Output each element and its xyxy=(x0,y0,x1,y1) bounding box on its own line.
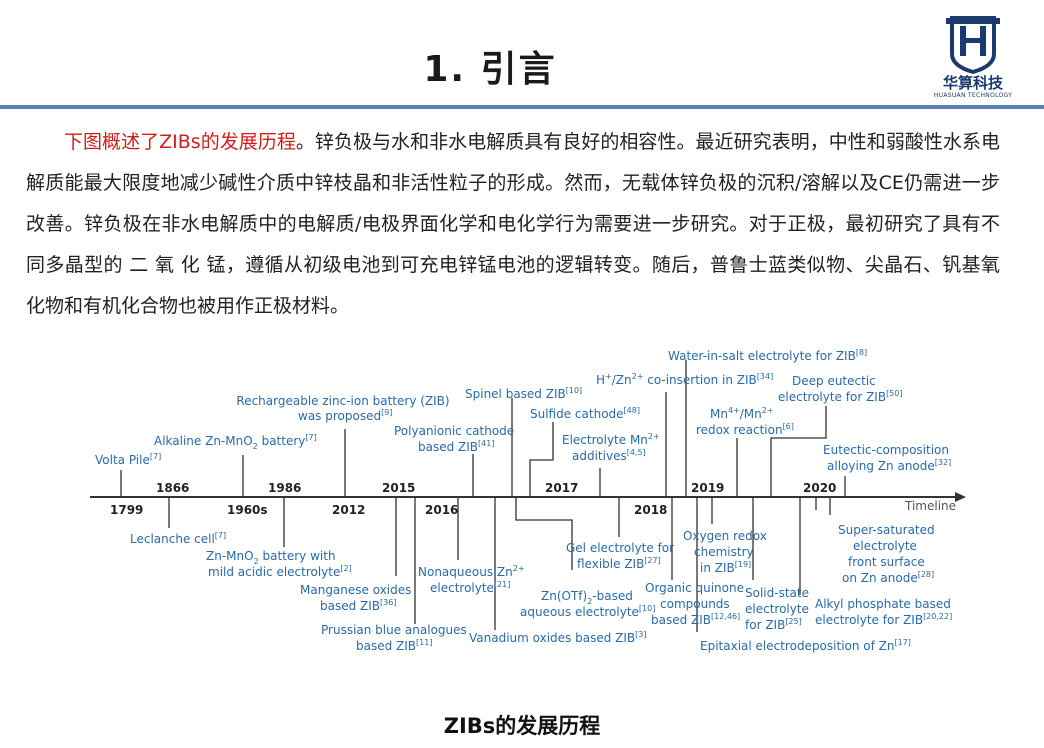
slide-title: 1. 引言 xyxy=(423,49,557,90)
highlight-text: 下图概述了ZIBs的发展历程 xyxy=(64,131,296,153)
label-eutectic-line2: alloying Zn anode[32] xyxy=(827,458,951,473)
label-organic-line2: compounds xyxy=(660,597,730,611)
label-manganese-oxides: Manganese oxides xyxy=(300,583,411,597)
label-prussian-blue-line2: based ZIB[11] xyxy=(356,638,432,653)
intro-paragraph: 下图概述了ZIBs的发展历程。锌负极与水和非水电解质具有良好的相容性。最近研究表… xyxy=(26,122,1000,327)
zib-timeline-diagram: Timeline 1866 1986 2015 2017 2019 2020 1… xyxy=(90,348,966,653)
connectors-above xyxy=(120,360,846,497)
label-super-line4: on Zn anode[28] xyxy=(842,570,934,585)
label-super-line2: electrolyte xyxy=(853,539,917,553)
company-logo: 华算科技 HUASUAN TECHNOLOGY xyxy=(930,14,1016,100)
logo-subtitle: HUASUAN TECHNOLOGY xyxy=(933,92,1013,99)
label-oxygen-line3: in ZIB[19] xyxy=(700,560,751,575)
label-organic-line3: based ZIB[12,46] xyxy=(651,612,740,627)
year-2016: 2016 xyxy=(425,503,458,517)
label-gel-line2: flexible ZIB[27] xyxy=(577,556,661,571)
label-rechargeable-zib-line2: was proposed[9] xyxy=(298,408,392,423)
label-manganese-line2: based ZIB[36] xyxy=(320,598,396,613)
connectors-below xyxy=(168,497,831,632)
label-deep-eutectic: Deep eutectic xyxy=(792,374,876,388)
year-1960s: 1960s xyxy=(227,503,268,517)
label-mn-redox: Mn4+/Mn2+ xyxy=(710,406,774,421)
label-zn-otf-line2: aqueous electrolyte[10] xyxy=(520,604,655,619)
year-1986: 1986 xyxy=(268,481,301,495)
label-water-in-salt: Water-in-salt electrolyte for ZIB[8] xyxy=(668,348,867,363)
year-2020: 2020 xyxy=(803,481,836,495)
label-spinel: Spinel based ZIB[10] xyxy=(465,386,582,401)
label-zn-otf: Zn(OTf)2-based xyxy=(541,589,633,606)
label-volta-pile: Volta Pile[7] xyxy=(95,452,161,467)
label-oxygen-redox: Oxygen redox xyxy=(683,529,767,543)
label-mn-redox-line2: redox reaction[6] xyxy=(696,422,794,437)
year-1799: 1799 xyxy=(110,503,143,517)
figure-caption: ZIBs的发展历程 xyxy=(443,714,601,738)
label-zn-mno2-mild: Zn-MnO2 battery with xyxy=(206,549,336,566)
timeline-arrow-icon xyxy=(955,492,966,502)
label-vanadium-oxides: Vanadium oxides based ZIB[3] xyxy=(469,630,647,645)
logo-name: 华算科技 xyxy=(942,74,1003,92)
label-alkyl-line2: electrolyte for ZIB[20,22] xyxy=(815,612,952,627)
label-polyanionic-cathode: Polyanionic cathode xyxy=(394,424,514,438)
label-nonaqueous-zn: Nonaqueous Zn2+ xyxy=(418,564,525,579)
label-nonaqueous-line2: electrolyte[21] xyxy=(430,580,510,595)
label-electrolyte-mn-line2: additives[4,5] xyxy=(572,448,646,463)
label-alkaline-battery: Alkaline Zn-MnO2 battery[7] xyxy=(154,433,317,451)
label-h-zn-coinsertion: H+/Zn2+ co-insertion in ZIB[34] xyxy=(596,372,773,387)
year-2015: 2015 xyxy=(382,481,415,495)
body-text: 。锌负极与水和非水电解质具有良好的相容性。最近研究表明，中性和弱酸性水系电解质能… xyxy=(26,131,1000,317)
label-prussian-blue: Prussian blue analogues xyxy=(321,623,467,637)
label-super-saturated: Super-saturated xyxy=(838,523,935,537)
label-alkyl-phosphate: Alkyl phosphate based xyxy=(815,597,951,611)
label-solid-state-line3: for ZIB[25] xyxy=(745,617,802,632)
label-solid-state: Solid-state xyxy=(745,586,809,600)
year-2017: 2017 xyxy=(545,481,578,495)
label-oxygen-line2: chemistry xyxy=(694,545,754,559)
label-super-line3: front surface xyxy=(848,555,925,569)
label-rechargeable-zib: Rechargeable zinc-ion battery (ZIB) xyxy=(236,394,449,408)
label-sulfide-cathode: Sulfide cathode[48] xyxy=(530,406,640,421)
timeline-axis-label: Timeline xyxy=(904,499,956,513)
label-organic-quinone: Organic quinone xyxy=(645,581,744,595)
label-electrolyte-mn: Electrolyte Mn2+ xyxy=(562,432,660,447)
year-1866: 1866 xyxy=(156,481,189,495)
year-2012: 2012 xyxy=(332,503,365,517)
label-eutectic-composition: Eutectic-composition xyxy=(823,443,949,457)
label-solid-state-line2: electrolyte xyxy=(745,602,809,616)
label-polyanionic-line2: based ZIB[41] xyxy=(418,439,494,454)
label-deep-eutectic-line2: electrolyte for ZIB[50] xyxy=(778,389,902,404)
label-zn-mno2-line2: mild acidic electrolyte[2] xyxy=(208,564,352,579)
year-2019: 2019 xyxy=(691,481,724,495)
label-leclanche-cell: Leclanche cell[7] xyxy=(130,531,226,546)
label-epitaxial-electrodeposition: Epitaxial electrodeposition of Zn[17] xyxy=(700,638,911,653)
label-gel-electrolyte: Gel electrolyte for xyxy=(566,541,674,555)
header-rule xyxy=(0,105,1044,109)
hs-shield-icon xyxy=(946,16,1000,75)
year-2018: 2018 xyxy=(634,503,667,517)
